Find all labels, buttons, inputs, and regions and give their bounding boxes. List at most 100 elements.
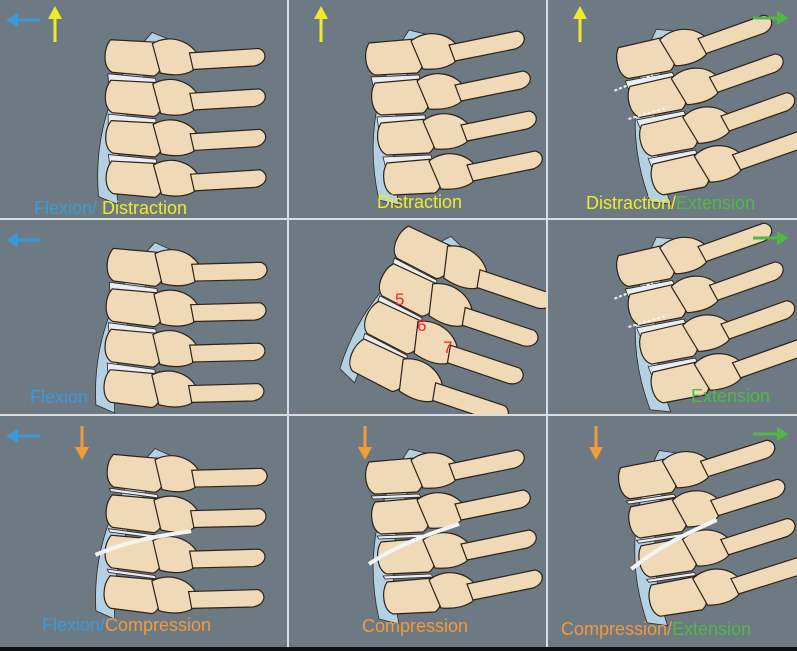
arrow-up-icon [314,6,328,42]
panel-label: Flexion/ Distraction [34,198,187,218]
spinous-process [731,130,797,171]
spinous-process [699,439,776,478]
bottom-edge [0,647,797,651]
spinous-process [720,92,796,132]
spine-illustration [573,6,797,205]
spinous-process [187,588,265,609]
spinous-process [719,517,796,556]
panel-flexion: Flexion [0,220,287,414]
label-flexion: Flexion/ [34,198,103,218]
spinous-process [454,70,531,102]
spinous-process [188,47,266,71]
spinous-process [730,557,797,595]
cervical-spine [618,439,797,627]
level-6: 6 [417,316,427,335]
spinous-process [460,110,537,142]
cervical-spine [614,14,797,205]
spinous-process [454,489,531,521]
spine-illustration [614,222,797,413]
label-distraction: Distraction [377,192,463,212]
label-distraction: Distraction [102,198,188,218]
spinous-process [448,30,525,62]
spinous-process [461,306,539,347]
level-5: 5 [395,290,405,309]
arrow-left-icon [6,429,40,443]
panel-label: Flexion/Compression [42,615,211,636]
arrow-right-icon [753,427,789,441]
panel-flexion-distraction: Flexion/ Distraction [0,0,287,218]
panel-extension: Extension [548,220,797,414]
spine-illustration [6,6,267,205]
spinous-process [708,53,784,94]
spinous-process [466,569,543,601]
spinous-process [697,14,773,55]
spinous-process [190,467,268,488]
spinous-process [187,382,265,403]
panel-neutral: 5 6 7 [289,220,546,414]
panel-distraction: Distraction [289,0,546,218]
spinous-process [189,302,267,323]
spinous-process [720,300,796,340]
cervical-spine [97,31,267,205]
level-7: 7 [443,338,453,357]
panel-label: Extension [691,386,770,407]
panel-distraction-extension: Distraction/Extension [548,0,797,218]
grid-divider [546,0,548,651]
spinous-process [189,128,267,152]
spinous-process [189,88,266,111]
panel-flexion-compression: Flexion/Compression [0,416,287,651]
cervical-spine [94,448,268,620]
spinous-process [448,449,525,481]
spinous-process [697,222,773,263]
fracture-line [367,522,460,566]
arrow-right-icon [753,231,789,245]
arrow-right-icon [753,11,789,25]
spine-illustration [358,426,543,625]
spine-illustration [589,426,797,627]
label-compression: Compression [105,615,212,635]
cervical-spine [95,242,268,414]
fracture-line [94,529,192,557]
spine-illustration [339,225,546,414]
arrow-left-icon [6,233,40,247]
arrow-down-icon [589,426,603,460]
spinous-process [188,548,266,569]
label-distraction: Distraction/ [586,193,677,213]
arrow-up-icon [573,6,587,42]
label-extension: Extension [672,619,752,639]
spinous-process [709,478,786,517]
panel-label: Compression [362,616,468,637]
cervical-spine [339,225,546,414]
grid-divider [287,0,289,651]
spinous-process [188,342,266,363]
spinous-process [189,508,267,529]
arrow-down-icon [358,426,372,460]
torn-ligament [614,282,668,328]
panel-compression-extension: Compression/Extension [548,416,797,651]
label-flexion: Flexion/ [42,615,106,635]
fracture-line [630,518,718,571]
spine-illustration [6,233,268,414]
torn-ligament [614,74,668,120]
grid-divider [0,218,797,220]
spinous-process [476,269,546,310]
spinous-process [189,169,267,192]
spine-illustration [6,426,268,620]
spinous-process [446,344,524,385]
spinous-process [731,338,797,379]
grid-divider [0,414,797,416]
panel-label: Compression/Extension [561,619,751,640]
cervical-spine [614,222,797,413]
panel-label: Flexion [30,387,88,408]
spinous-process [466,150,543,182]
arrow-down-icon [75,426,89,460]
label-extension: Extension [676,193,756,213]
arrow-up-icon [48,6,62,42]
spinous-process [460,529,537,561]
spinous-process [190,261,268,282]
cervical-spine [365,29,543,206]
label-compression: Compression/ [561,619,673,639]
panel-label: Distraction/Extension [586,193,755,214]
arrow-left-icon [6,13,40,27]
panel-compression: Compression [289,416,546,651]
